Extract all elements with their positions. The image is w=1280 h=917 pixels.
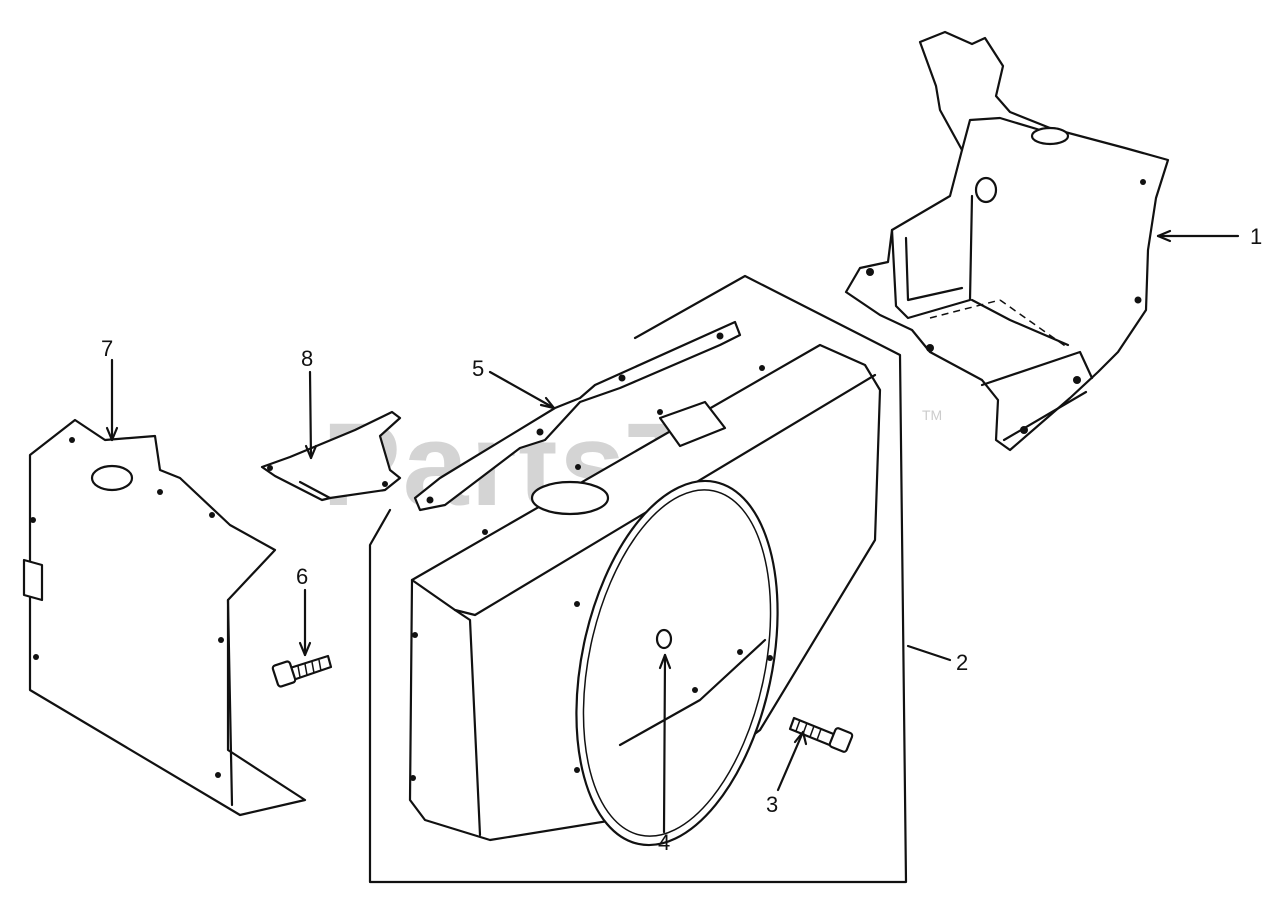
callout-2: 2 (956, 650, 968, 675)
part-2-blower-housing (408, 343, 882, 847)
callout-4: 4 (658, 830, 670, 855)
part-7-side-shield (22, 418, 307, 817)
part-6-bolt (271, 654, 333, 688)
part-2-frame-outline (368, 274, 908, 884)
callout-labels: 1 2 3 4 5 6 7 8 (101, 224, 1262, 855)
watermark-trademark: TM (922, 407, 942, 423)
callout-3: 3 (766, 792, 778, 817)
callout-7: 7 (101, 336, 113, 361)
part-1-rear-baffle (844, 30, 1170, 452)
part-3-bolt (788, 716, 854, 753)
part-8-small-bracket (260, 410, 402, 502)
callout-5: 5 (472, 356, 484, 381)
part-5-bracket-strip (413, 320, 742, 512)
callout-1: 1 (1250, 224, 1262, 249)
callout-6: 6 (296, 564, 308, 589)
callout-8: 8 (301, 346, 313, 371)
leader-lines (105, 229, 1240, 834)
